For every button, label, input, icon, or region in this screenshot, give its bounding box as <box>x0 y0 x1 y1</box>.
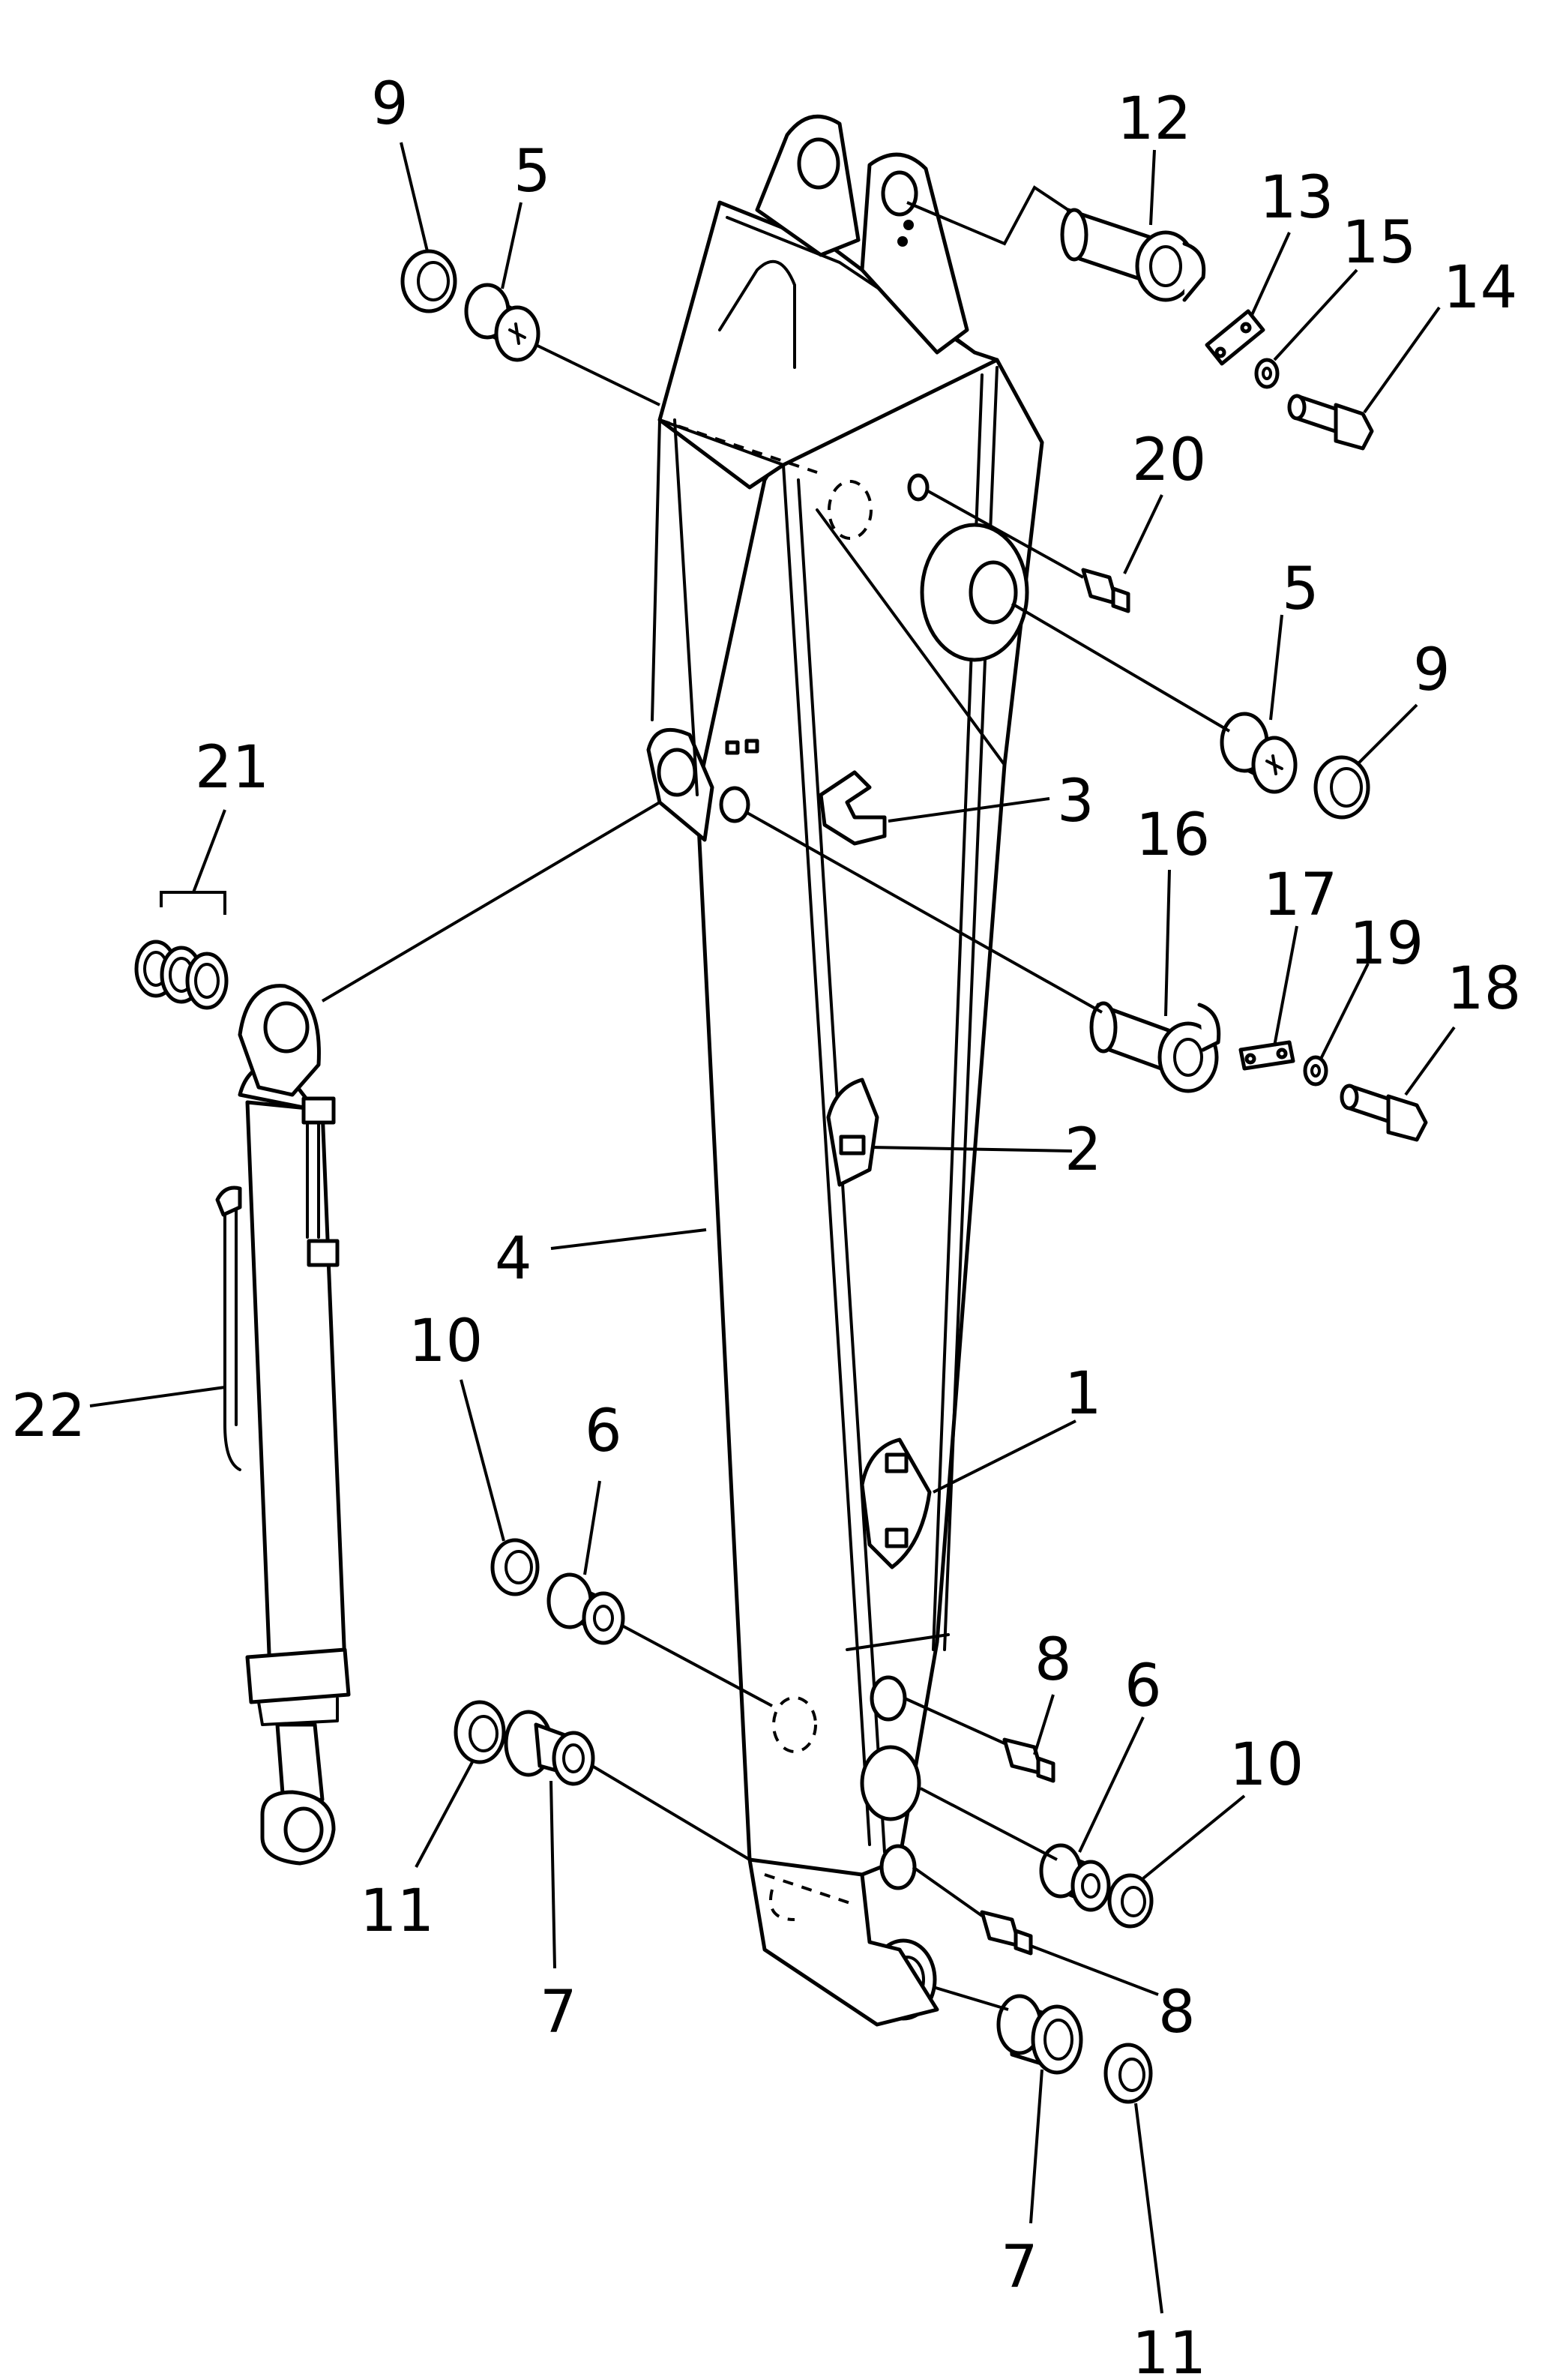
callout-1: 1 <box>1064 1360 1102 1428</box>
callout-labels: 9 5 12 13 15 14 20 5 9 21 3 16 17 19 18 … <box>11 70 1521 2380</box>
callout-6-right: 6 <box>1124 1653 1162 1720</box>
callout-22: 22 <box>11 1383 85 1450</box>
seal-part-11-bottom <box>1103 2043 1153 2104</box>
grease-fitting-part-20 <box>1081 568 1130 613</box>
callout-9-top: 9 <box>371 70 409 138</box>
callout-5-top: 5 <box>514 138 551 205</box>
hydraulic-cylinder-part-22 <box>215 984 351 1866</box>
washer-part-19 <box>1303 1055 1328 1087</box>
callout-10-right: 10 <box>1229 1731 1304 1799</box>
callout-18: 18 <box>1447 955 1521 1023</box>
grease-fitting-part-8-lower <box>980 1910 1033 1956</box>
callout-14: 14 <box>1443 254 1517 322</box>
callout-21: 21 <box>195 734 269 802</box>
bracket-part-3 <box>819 770 887 846</box>
assembly-lines <box>160 185 1231 2011</box>
arm-body <box>646 114 1044 2027</box>
callout-13: 13 <box>1259 164 1334 232</box>
seal-part-9-right <box>1313 755 1370 820</box>
callout-16: 16 <box>1136 802 1210 869</box>
callout-6-left: 6 <box>585 1398 622 1465</box>
callout-19: 19 <box>1349 910 1424 978</box>
pin-part-16 <box>1089 1001 1221 1093</box>
callout-11-left: 11 <box>360 1878 434 1945</box>
seal-part-10-left <box>490 1538 540 1596</box>
bushing-part-5-right <box>1220 712 1298 794</box>
callout-17: 17 <box>1263 862 1337 929</box>
bracket-part-2 <box>826 1078 879 1187</box>
callout-4: 4 <box>495 1225 532 1293</box>
callout-20: 20 <box>1132 427 1206 494</box>
callout-10-left: 10 <box>409 1308 483 1375</box>
bolt-part-14 <box>1287 394 1374 451</box>
seal-part-11-left <box>454 1700 506 1764</box>
callout-11-bottom: 11 <box>1132 2320 1206 2380</box>
callout-12: 12 <box>1117 85 1191 153</box>
bolt-part-18 <box>1340 1084 1428 1142</box>
seal-part-9-top <box>400 249 457 313</box>
callout-9-right: 9 <box>1413 637 1451 704</box>
flanged-bushing-part-7-bottom <box>996 1994 1083 2075</box>
callout-7-left: 7 <box>540 1979 577 2046</box>
callout-15: 15 <box>1342 209 1416 277</box>
lock-plate-part-17 <box>1238 1040 1295 1071</box>
bushing-part-5-top <box>464 283 540 362</box>
shim-set-part-21 <box>134 940 229 1010</box>
callout-2: 2 <box>1064 1117 1102 1184</box>
callout-8-lower: 8 <box>1158 1979 1196 2046</box>
flanged-bushing-part-7-left <box>504 1710 595 1786</box>
grease-fitting-part-8-upper <box>1002 1737 1055 1783</box>
callout-leaders <box>89 142 1456 2314</box>
callout-8-upper: 8 <box>1034 1626 1072 1694</box>
bushing-part-6-left <box>546 1572 625 1645</box>
seal-part-10-right <box>1107 1873 1154 1929</box>
washer-part-15 <box>1254 358 1280 389</box>
callout-5-right: 5 <box>1282 556 1319 623</box>
callout-3: 3 <box>1057 768 1094 835</box>
lock-plate-part-13 <box>1205 309 1265 366</box>
callout-7-bottom: 7 <box>1001 2234 1038 2301</box>
plate-part-1 <box>860 1437 932 1569</box>
pin-part-12 <box>1060 208 1206 302</box>
